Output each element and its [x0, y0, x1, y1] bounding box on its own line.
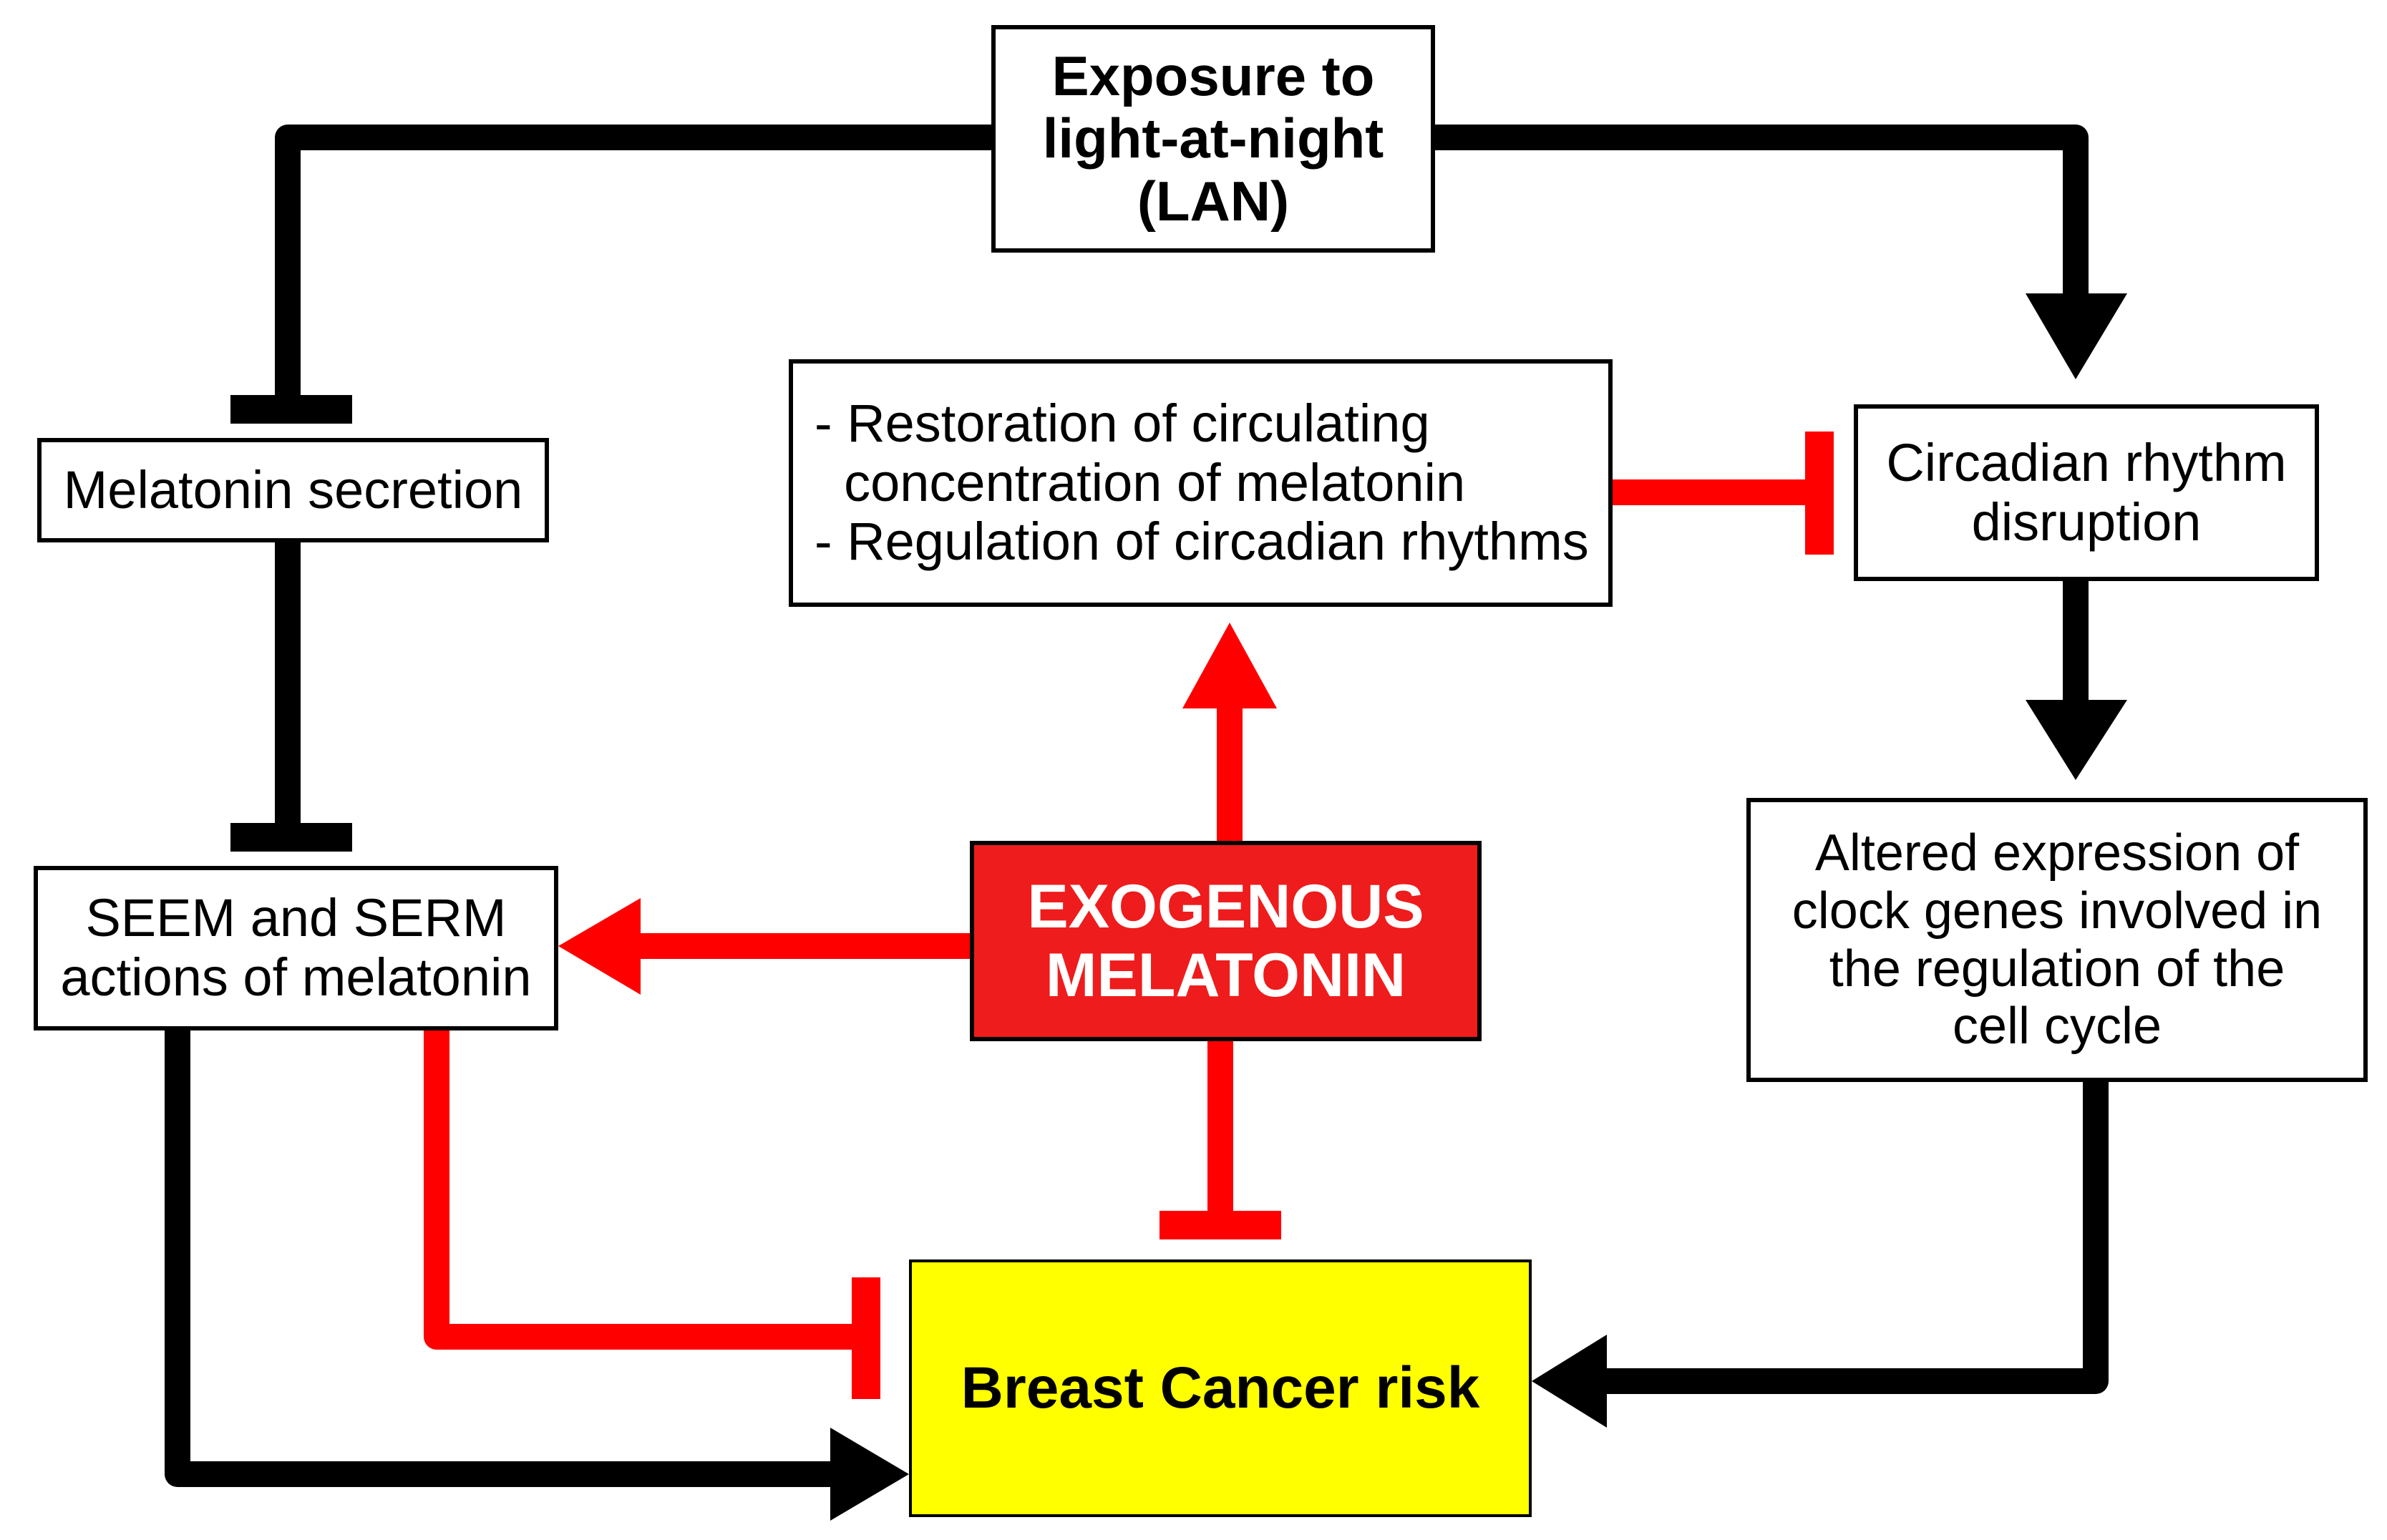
node-seem-serm-line-2: actions of melatonin: [60, 947, 532, 1007]
node-exogenous-line-1: EXOGENOUS: [1027, 872, 1424, 941]
node-breast-cancer: Breast Cancer risk: [909, 1259, 1532, 1517]
node-altered-line-2: clock genes involved in: [1792, 882, 2323, 940]
edge-seem-serm-to-breast-cancer-activate: [165, 1030, 909, 1521]
node-seem-serm: SEEM and SERM actions of melatonin: [34, 866, 558, 1030]
node-circadian: Circadian rhythm disruption: [1854, 404, 2319, 581]
node-restoration-line-3: - Regulation of circadian rhythms: [815, 512, 1589, 572]
node-altered-line-3: the regulation of the: [1829, 940, 2285, 998]
node-altered-line-1: Altered expression of: [1814, 824, 2300, 882]
edge-melatonin-secretion-to-seem-serm: [230, 542, 352, 852]
node-lan-line-1: Exposure to: [1051, 44, 1375, 107]
node-exogenous-line-2: MELATONIN: [1045, 941, 1406, 1010]
edge-seem-serm-to-breast-cancer-inhibit: [424, 1030, 880, 1399]
edge-exogenous-to-restoration: [1182, 623, 1277, 841]
edge-lan-to-melatonin-secretion: [230, 125, 991, 424]
node-altered: Altered expression of clock genes involv…: [1746, 798, 2368, 1082]
node-altered-line-4: cell cycle: [1952, 998, 2162, 1056]
node-circadian-line-1: Circadian rhythm: [1886, 432, 2287, 492]
edge-exogenous-to-seem-serm: [558, 898, 970, 995]
node-restoration-line-2: concentration of melatonin: [815, 452, 1466, 512]
edge-circadian-to-altered: [2026, 581, 2127, 780]
node-lan-line-3: (LAN): [1137, 169, 1290, 233]
node-circadian-line-2: disruption: [1971, 492, 2202, 552]
node-melatonin-secretion-line-1: Melatonin secretion: [63, 459, 523, 520]
node-lan-line-2: light-at-night: [1042, 107, 1384, 170]
node-restoration: - Restoration of circulating concentrati…: [789, 359, 1613, 607]
edge-restoration-to-circadian: [1613, 432, 1834, 555]
node-restoration-line-1: - Restoration of circulating: [815, 393, 1430, 453]
node-exogenous: EXOGENOUS MELATONIN: [970, 841, 1482, 1041]
edge-lan-to-circadian: [1435, 125, 2127, 379]
node-lan: Exposure to light-at-night (LAN): [991, 25, 1435, 253]
edge-exogenous-to-breast-cancer: [1160, 1041, 1281, 1239]
edge-altered-to-breast-cancer: [1532, 1082, 2109, 1428]
node-breast-cancer-line-1: Breast Cancer risk: [961, 1355, 1480, 1421]
node-melatonin-secretion: Melatonin secretion: [37, 438, 549, 542]
node-seem-serm-line-1: SEEM and SERM: [85, 888, 507, 948]
